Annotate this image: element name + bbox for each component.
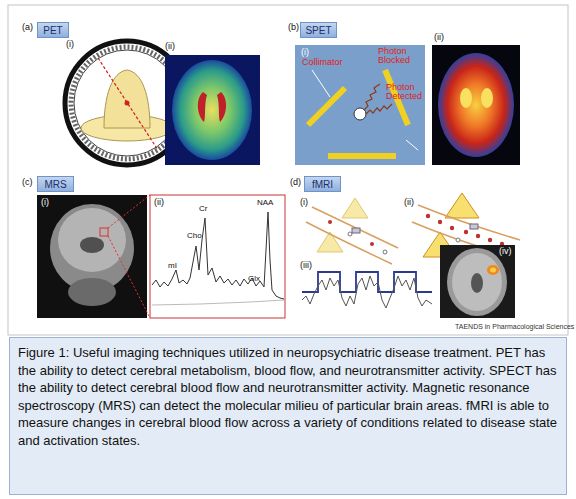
mri-axial-head	[447, 248, 507, 316]
blood-cell	[450, 226, 454, 230]
figure-label: (ii)	[165, 42, 175, 51]
figure-label: NAA	[257, 199, 273, 207]
spet-panel-bg	[295, 45, 425, 165]
spet-scan-bg	[432, 45, 520, 165]
blood-cell	[476, 234, 480, 238]
bold-signal	[302, 276, 432, 308]
figure-label: (iv)	[499, 247, 512, 256]
figure-label: (a)	[22, 23, 33, 32]
tag-text: PET	[43, 25, 62, 36]
figure-label: (d)	[290, 178, 301, 187]
figure-label: (ii)	[154, 198, 164, 207]
figure-label: (i)	[66, 40, 74, 49]
mri-face	[68, 278, 116, 306]
neuron-triangle	[445, 193, 479, 218]
vessel-wall	[306, 222, 392, 264]
figure-label: Glx	[248, 275, 260, 283]
pet-scan-bg	[165, 55, 260, 165]
figure-label: (c)	[22, 178, 33, 187]
tag-text: fMRI	[312, 179, 333, 190]
blood-cell	[464, 230, 468, 234]
figure-label: (iii)	[300, 261, 312, 270]
photon-path	[364, 84, 380, 110]
mrs-voxel	[100, 228, 108, 236]
blood-cell	[370, 242, 374, 246]
tag-text: MRS	[44, 179, 66, 190]
watermark: TAENDS in Pharmacological Sciences	[455, 323, 574, 330]
spet-scan-brain	[438, 53, 514, 157]
panel-tag: PET	[37, 22, 69, 38]
figure-label: (b)	[288, 23, 299, 32]
zoom-line	[108, 195, 150, 228]
mri-axial-ventricle	[471, 273, 483, 293]
figure-frame	[8, 5, 568, 335]
spectrum-trace	[152, 212, 284, 299]
spet-scan-hotspot	[460, 88, 472, 108]
figure-label: Collimator	[302, 58, 343, 67]
spectrum-baseline	[152, 300, 284, 305]
zoom-line	[108, 236, 150, 318]
vessel-wall	[418, 205, 520, 240]
mri-axial-bg	[440, 245, 515, 318]
panel-tag: fMRI	[304, 176, 341, 192]
flow-arrow	[352, 228, 360, 233]
leader-line	[406, 140, 418, 150]
blood-cell	[348, 232, 352, 236]
neuron-triangle	[342, 198, 368, 218]
spectrum-frame	[150, 195, 285, 318]
mri-coronal-bg	[37, 195, 147, 318]
blood-cell	[438, 220, 442, 224]
pet-head	[104, 70, 150, 128]
photon-path	[366, 104, 392, 114]
figure-label: Cr	[199, 205, 207, 213]
panel-tag: MRS	[37, 176, 74, 192]
mri-axial-brain	[452, 253, 502, 311]
detector-bar	[328, 153, 396, 159]
blood-cell	[328, 220, 332, 224]
panel-tag: SPET	[300, 22, 337, 38]
flow-arrow	[470, 224, 478, 229]
figure-label: (i)	[301, 48, 309, 57]
blood-cell	[383, 250, 387, 254]
leader-line	[312, 70, 330, 97]
activation-blob	[490, 268, 496, 273]
collimator-bar	[308, 88, 345, 125]
pet-scan-brain	[172, 60, 252, 160]
spet-scan-hotspot	[481, 88, 493, 108]
pet-scan-hotspot	[217, 92, 226, 122]
mri-brain	[58, 208, 126, 272]
figure-label: Photon Blocked	[378, 47, 422, 66]
figure-label: (ii)	[404, 198, 414, 207]
figure-label: (ii)	[434, 33, 444, 42]
vessel-wall	[312, 207, 398, 248]
figure-label: mI	[168, 262, 177, 270]
figure-label: Photon Detected	[386, 83, 426, 102]
blood-cell	[488, 238, 492, 242]
mri-ventricle	[80, 237, 104, 253]
pet-scan-hotspot	[198, 92, 207, 122]
pet-annihilation-dot	[125, 101, 130, 106]
activation-blob	[487, 265, 499, 275]
pet-gamma-line	[98, 58, 158, 150]
figure-label: (i)	[41, 198, 49, 207]
tag-text: SPET	[305, 25, 331, 36]
blood-cell	[456, 238, 460, 242]
figure-label: (i)	[300, 198, 308, 207]
pet-bore	[74, 50, 180, 156]
blood-cell	[426, 214, 430, 218]
figure-caption: Figure 1: Useful imaging techniques util…	[9, 337, 567, 495]
figure-label: Cho	[187, 232, 202, 240]
neuron-triangle	[317, 232, 343, 252]
